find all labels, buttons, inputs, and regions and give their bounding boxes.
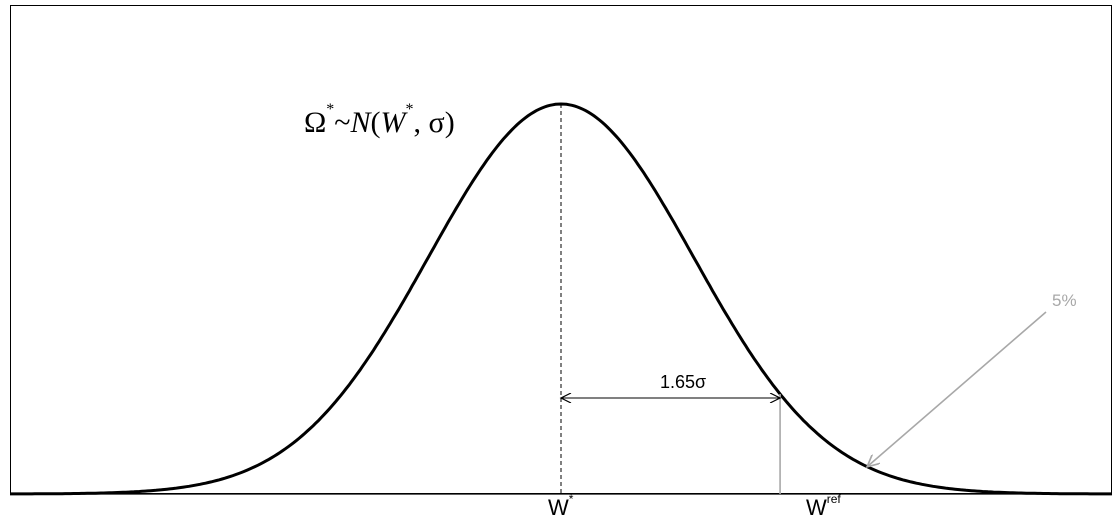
tail-percent-label: 5% (1052, 291, 1077, 310)
distribution-label: Ω*~N(W*, σ) (304, 101, 455, 139)
w-ref-tick-label: Wref (806, 492, 841, 520)
w-star-tick-label: W* (548, 492, 574, 520)
tail-area-arrow (868, 311, 1047, 466)
distance-label: 1.65σ (660, 372, 707, 392)
